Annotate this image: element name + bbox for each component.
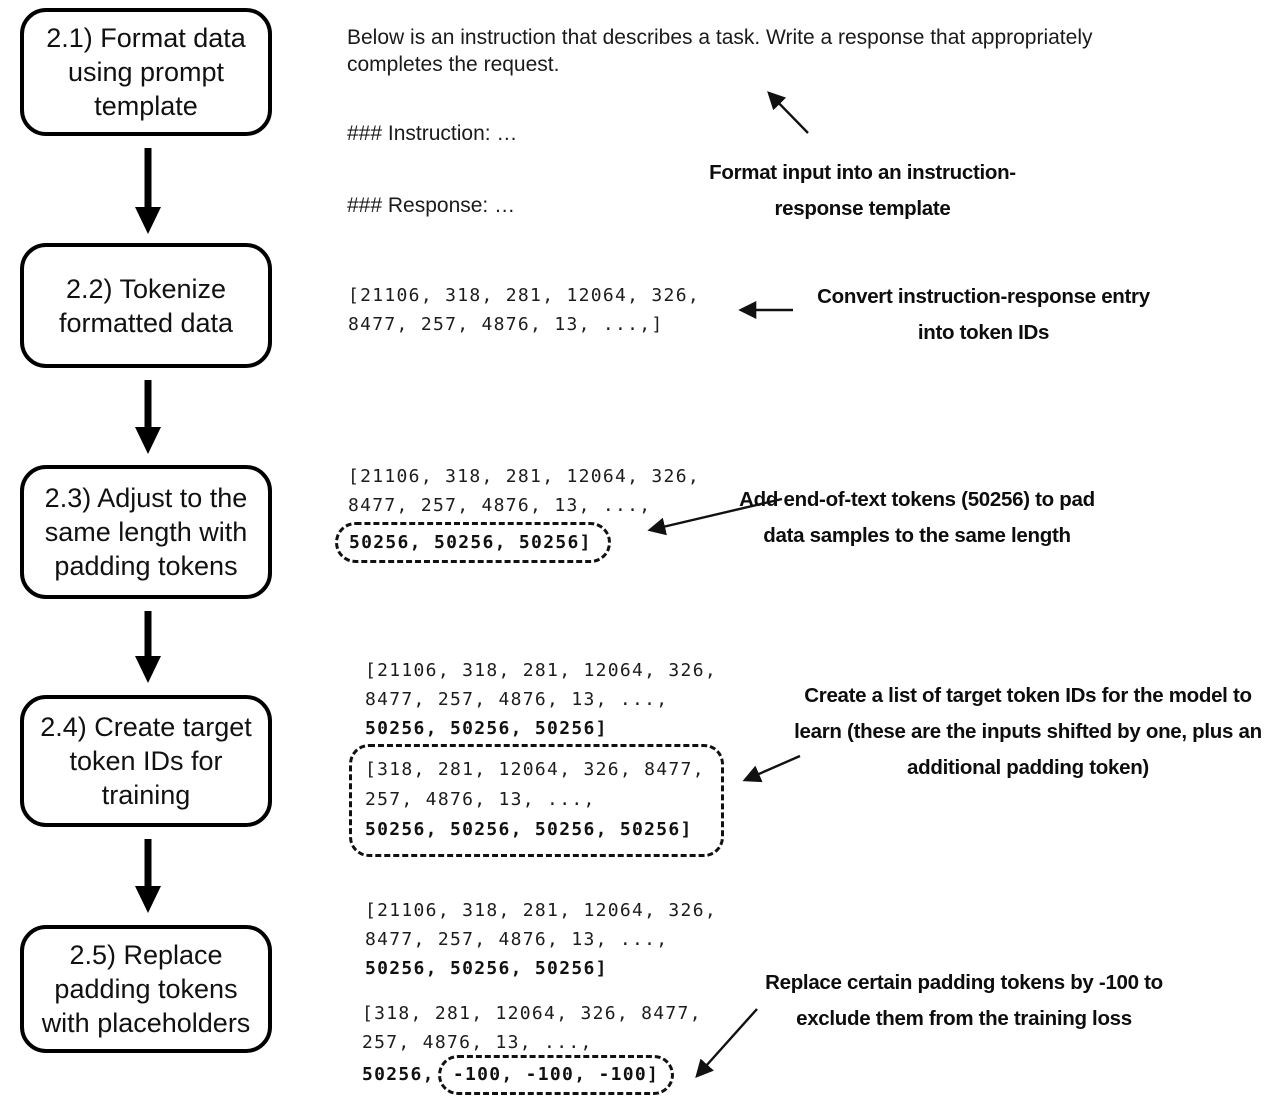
masked-tokens-highlight: -100, -100, -100] [437, 1055, 675, 1095]
code-replace-masked-line2: 257, 4876, 13, ..., [362, 1032, 593, 1053]
code-tokenized-line2: 8477, 257, 4876, 13, ...,] [348, 314, 664, 335]
code-replace-inputs-line2: 8477, 257, 4876, 13, ..., [365, 929, 669, 950]
code-target-inputs-line1: [21106, 318, 281, 12064, 326, [365, 660, 717, 681]
flow-arrow-4-5 [135, 839, 161, 913]
code-target-inputs: [21106, 318, 281, 12064, 326, 8477, 257,… [365, 656, 717, 743]
code-target-shifted-line3: 50256, 50256, 50256, 50256] [365, 819, 693, 840]
code-padded-line1: [21106, 318, 281, 12064, 326, [348, 466, 700, 487]
annotation-format: Format input into an instruction-respons… [709, 161, 1016, 220]
flow-arrow-3-4 [135, 611, 161, 683]
prompt-instruction-line: ### Instruction: … [347, 122, 518, 145]
flow-step-3-box: 2.3) Adjust to the same length with padd… [20, 465, 272, 599]
code-padded-line3-row: 50256, 50256, 50256] [335, 520, 700, 563]
code-target-shifted-line1: [318, 281, 12064, 326, 8477, [365, 759, 705, 780]
flow-step-5-box: 2.5) Replace padding tokens with placeho… [20, 925, 272, 1053]
code-replace-inputs-line1: [21106, 318, 281, 12064, 326, [365, 900, 717, 921]
flow-step-2-box: 2.2) Tokenize formatted data [20, 243, 272, 368]
code-target-shifted-line2: 257, 4876, 13, ..., [365, 789, 596, 810]
code-replace-masked-line3-row: 50256,-100, -100, -100] [362, 1055, 702, 1095]
flow-step-2-label: 2.2) Tokenize formatted data [58, 273, 234, 338]
padding-tokens-highlight: 50256, 50256, 50256] [335, 522, 611, 563]
code-replace-inputs: [21106, 318, 281, 12064, 326, 8477, 257,… [365, 896, 717, 983]
annotation-tokenize: Convert instruction-response entry into … [817, 285, 1150, 344]
prompt-intro-text: Below is an instruction that describes a… [347, 26, 1093, 76]
annotation-pad: Add end-of-text tokens (50256) to pad da… [739, 488, 1095, 547]
code-replace-inputs-line3: 50256, 50256, 50256] [365, 958, 608, 979]
target-token-ids-highlight: [318, 281, 12064, 326, 8477, 257, 4876, … [349, 744, 724, 857]
flow-step-5-label: 2.5) Replace padding tokens with placeho… [41, 940, 251, 1038]
flow-arrow-1-2 [135, 148, 161, 234]
code-tokenized: [21106, 318, 281, 12064, 326, 8477, 257,… [348, 281, 700, 339]
code-replace-masked: [318, 281, 12064, 326, 8477, 257, 4876, … [362, 999, 702, 1095]
code-tokenized-line1: [21106, 318, 281, 12064, 326, [348, 285, 700, 306]
flow-step-4-box: 2.4) Create target token IDs for trainin… [20, 695, 272, 827]
annotation-target: Create a list of target token IDs for th… [794, 684, 1262, 779]
code-padded: [21106, 318, 281, 12064, 326, 8477, 257,… [335, 462, 700, 563]
flow-step-3-label: 2.3) Adjust to the same length with padd… [44, 483, 248, 581]
prompt-response-line: ### Response: … [347, 194, 516, 217]
code-target-inputs-line2: 8477, 257, 4876, 13, ..., [365, 689, 669, 710]
code-replace-masked-prefix: 50256, [362, 1064, 435, 1085]
annotation-mask: Replace certain padding tokens by -100 t… [765, 971, 1163, 1030]
code-padded-line2: 8477, 257, 4876, 13, ..., [348, 495, 652, 516]
flow-arrow-2-3 [135, 380, 161, 454]
annotation-arrow-format [767, 91, 809, 134]
flow-step-4-label: 2.4) Create target token IDs for trainin… [40, 712, 252, 810]
code-replace-masked-line1: [318, 281, 12064, 326, 8477, [362, 1003, 702, 1024]
code-target-inputs-line3: 50256, 50256, 50256] [365, 718, 608, 739]
flow-step-1-label: 2.1) Format data using prompt template [46, 23, 246, 121]
flow-step-1-box: 2.1) Format data using prompt template [20, 8, 272, 136]
